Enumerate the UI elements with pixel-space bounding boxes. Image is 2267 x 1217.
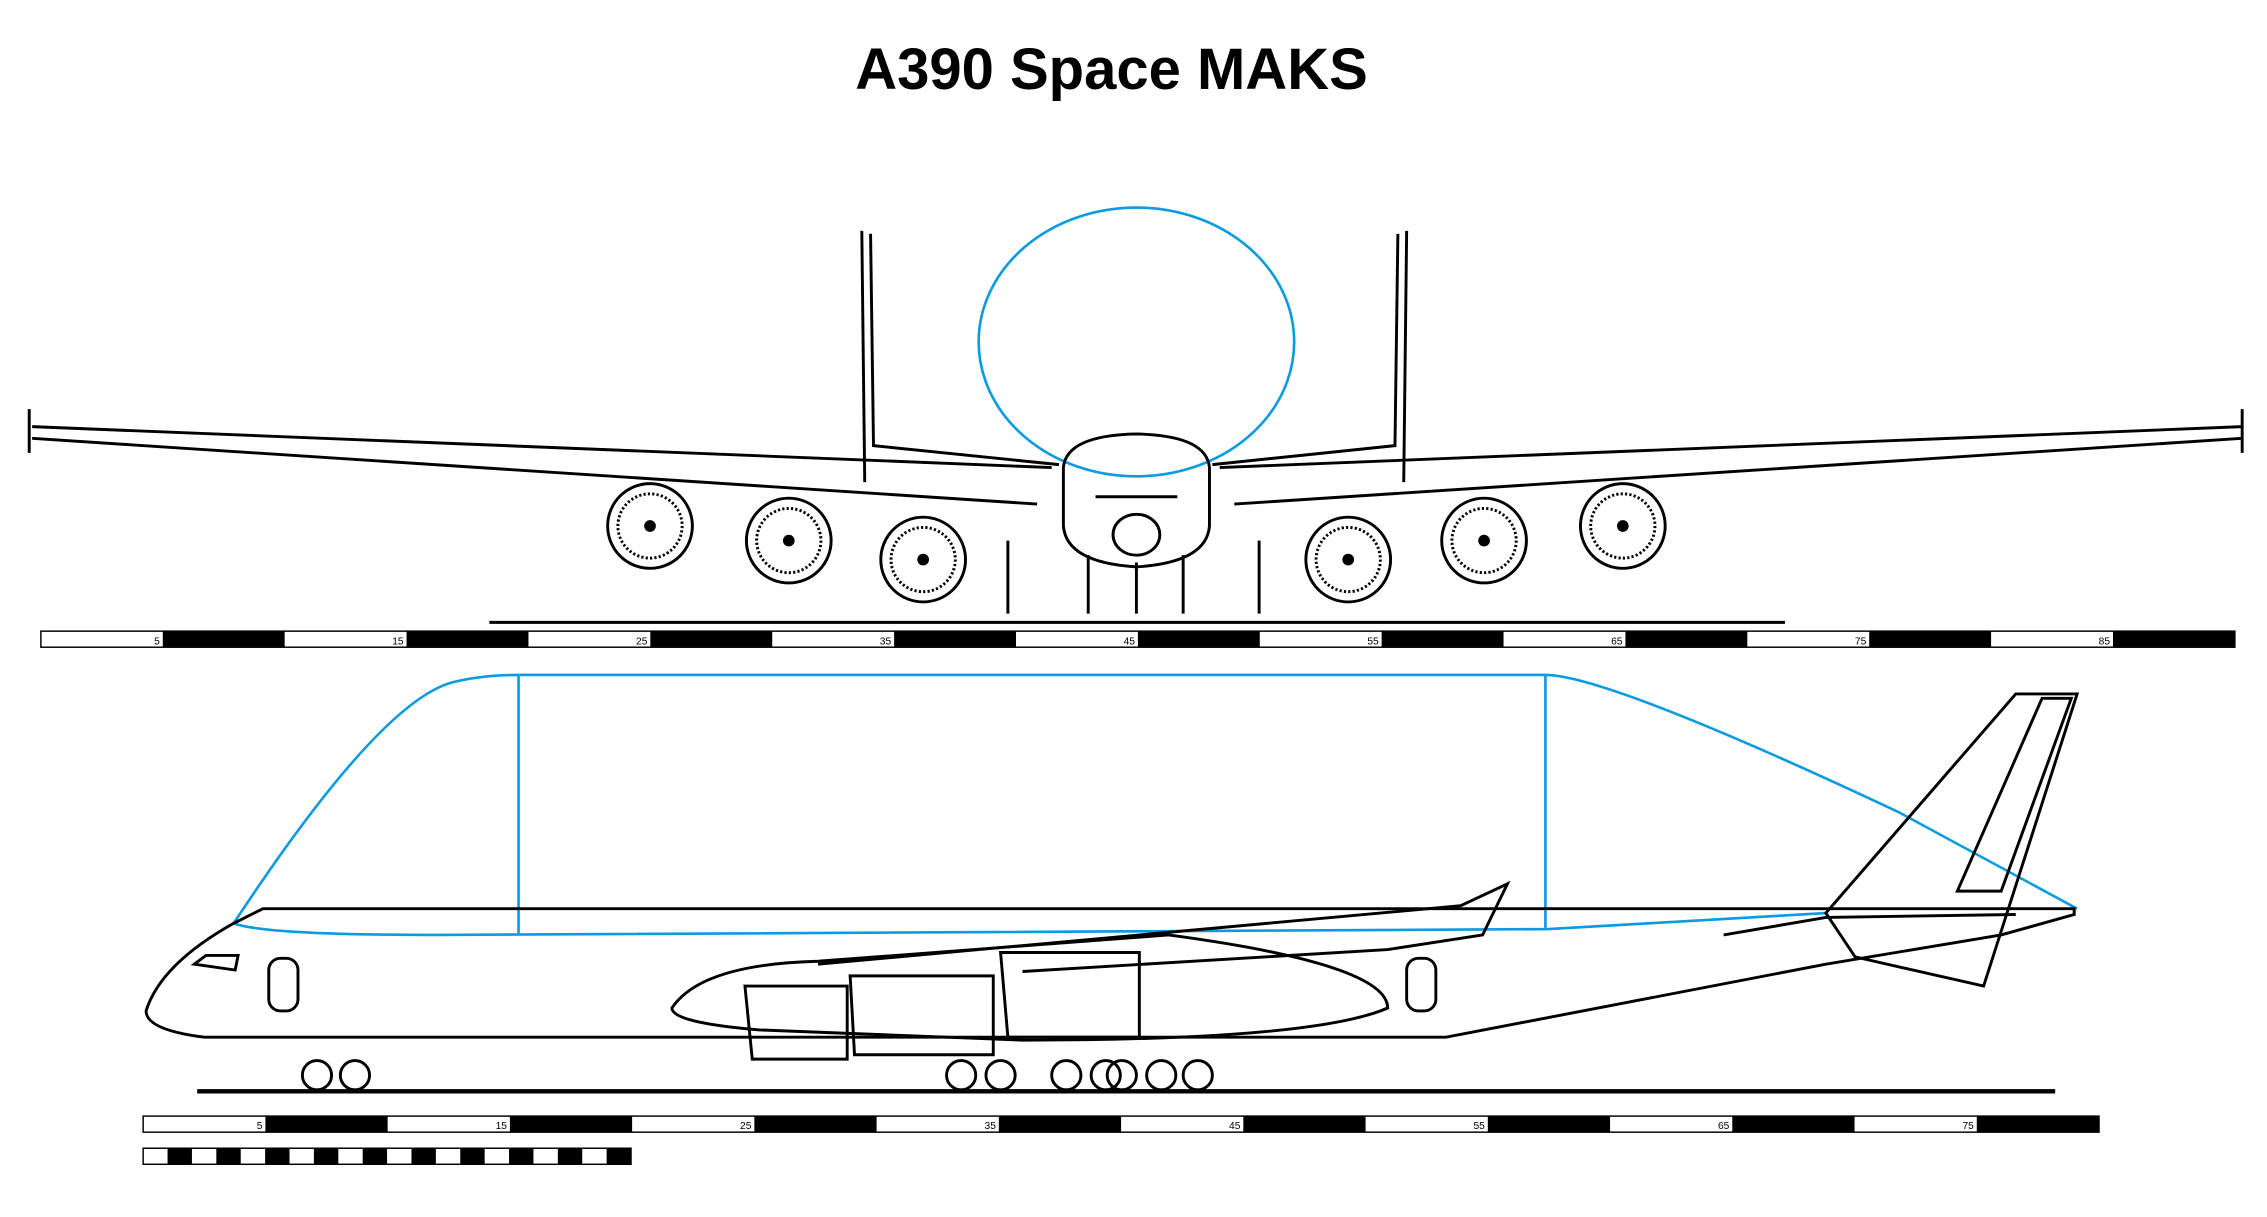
scale-bar-side: 5 15 25 35 45 55 65 75 <box>142 1115 2100 1133</box>
engine-spinner <box>917 553 930 566</box>
scale-segment <box>167 1148 192 1165</box>
scale-segment <box>509 1148 534 1165</box>
scale-label: 5 <box>257 1121 263 1132</box>
scale-label: 75 <box>1962 1121 1974 1132</box>
wheel-icon <box>300 1059 334 1092</box>
scale-label: 35 <box>985 1121 997 1132</box>
wheel-icon <box>1050 1059 1083 1092</box>
scale-segment <box>1243 1116 1366 1133</box>
engine-fan <box>755 506 823 575</box>
scale-segment <box>509 1116 633 1133</box>
scale-segment <box>1487 1116 1611 1133</box>
engines-front <box>606 482 1667 604</box>
scale-segment <box>411 1148 436 1165</box>
scale-segment <box>1732 1116 1855 1133</box>
front-view <box>27 206 2244 624</box>
scale-segment <box>216 1148 241 1165</box>
scale-label: 15 <box>392 636 404 647</box>
scale-label: 45 <box>1124 636 1136 647</box>
landing-gear-front <box>1006 540 1261 614</box>
scale-segment <box>557 1148 583 1165</box>
scale-segment <box>265 1116 388 1133</box>
scale-segment <box>998 1116 1122 1133</box>
scale-segment <box>406 631 529 648</box>
scale-segment <box>1869 631 1992 648</box>
scale-label: 65 <box>1718 1121 1730 1132</box>
scale-label: 55 <box>1474 1121 1486 1132</box>
wheels-side <box>300 1059 1214 1092</box>
engines-side <box>743 951 1141 1061</box>
scale-label: 25 <box>636 636 648 647</box>
engine-icon <box>879 515 967 604</box>
scale-segment <box>313 1148 339 1165</box>
scale-segment <box>1381 631 1504 648</box>
nose-front <box>1111 512 1162 557</box>
wheel-icon <box>1145 1059 1178 1092</box>
engine-spinner <box>1616 520 1629 532</box>
wheel-icon <box>1181 1059 1214 1092</box>
cargo-bulge-side <box>232 673 2078 937</box>
scale-segment <box>894 631 1016 648</box>
scale-label: 5 <box>154 636 160 647</box>
engine-icon <box>1440 496 1528 585</box>
scale-label: 45 <box>1229 1121 1241 1132</box>
scale-segment <box>650 631 773 648</box>
wheel-icon <box>945 1059 978 1092</box>
engine-fan <box>616 492 684 560</box>
scale-label: 35 <box>880 636 892 647</box>
engine-spinner <box>782 534 795 547</box>
nacelle-pod <box>670 933 1390 1042</box>
scale-label: 55 <box>1367 636 1379 647</box>
engine-fan <box>889 525 957 594</box>
engine-fan <box>1314 525 1382 594</box>
scale-label: 65 <box>1611 636 1623 647</box>
tail-fin-side <box>1824 692 2080 988</box>
engine-spinner <box>1342 553 1355 566</box>
scale-label: 85 <box>2099 636 2111 647</box>
scale-segment <box>754 1116 877 1133</box>
cockpit-window-side <box>190 953 240 972</box>
door-rear <box>1405 956 1438 1013</box>
engine-icon <box>744 496 833 585</box>
side-view <box>144 673 2080 1094</box>
engine-icon <box>606 482 694 570</box>
drawing-title: A390 Space MAKS <box>855 37 1368 102</box>
engine-spinner <box>1478 534 1490 547</box>
scale-segment <box>1137 631 1260 648</box>
fins-front <box>860 230 1409 483</box>
scale-segment <box>460 1148 485 1165</box>
scale-bar-small <box>142 1147 632 1166</box>
door-front <box>267 956 300 1013</box>
fuselage-front <box>1061 432 1211 569</box>
wheel-icon <box>984 1059 1017 1092</box>
scale-segment <box>1976 1116 2100 1133</box>
engine-icon <box>1304 515 1393 604</box>
scale-segment <box>606 1148 632 1165</box>
wing-side <box>817 880 1511 973</box>
scale-segment <box>2112 631 2235 648</box>
engine-fan <box>1589 492 1657 560</box>
scale-label: 15 <box>496 1121 508 1132</box>
scale-segment <box>162 631 285 648</box>
scale-segment <box>1625 631 1748 648</box>
scale-label: 25 <box>740 1121 752 1132</box>
engine-icon <box>1579 482 1667 570</box>
scale-segment <box>265 1148 290 1165</box>
wheel-icon <box>338 1059 372 1092</box>
scale-bar-front: 5 15 25 35 45 55 65 75 85 <box>40 630 2236 648</box>
engine-fan <box>1450 506 1518 575</box>
scale-segment <box>362 1148 388 1165</box>
horizontal-stabilizer <box>1723 913 2016 937</box>
fuselage-side <box>144 907 2076 1039</box>
cargo-bulge-front <box>977 206 1296 478</box>
wings-front <box>32 425 2243 506</box>
wingtips <box>27 409 2244 453</box>
engine-spinner <box>644 520 656 532</box>
scale-label: 75 <box>1855 636 1867 647</box>
